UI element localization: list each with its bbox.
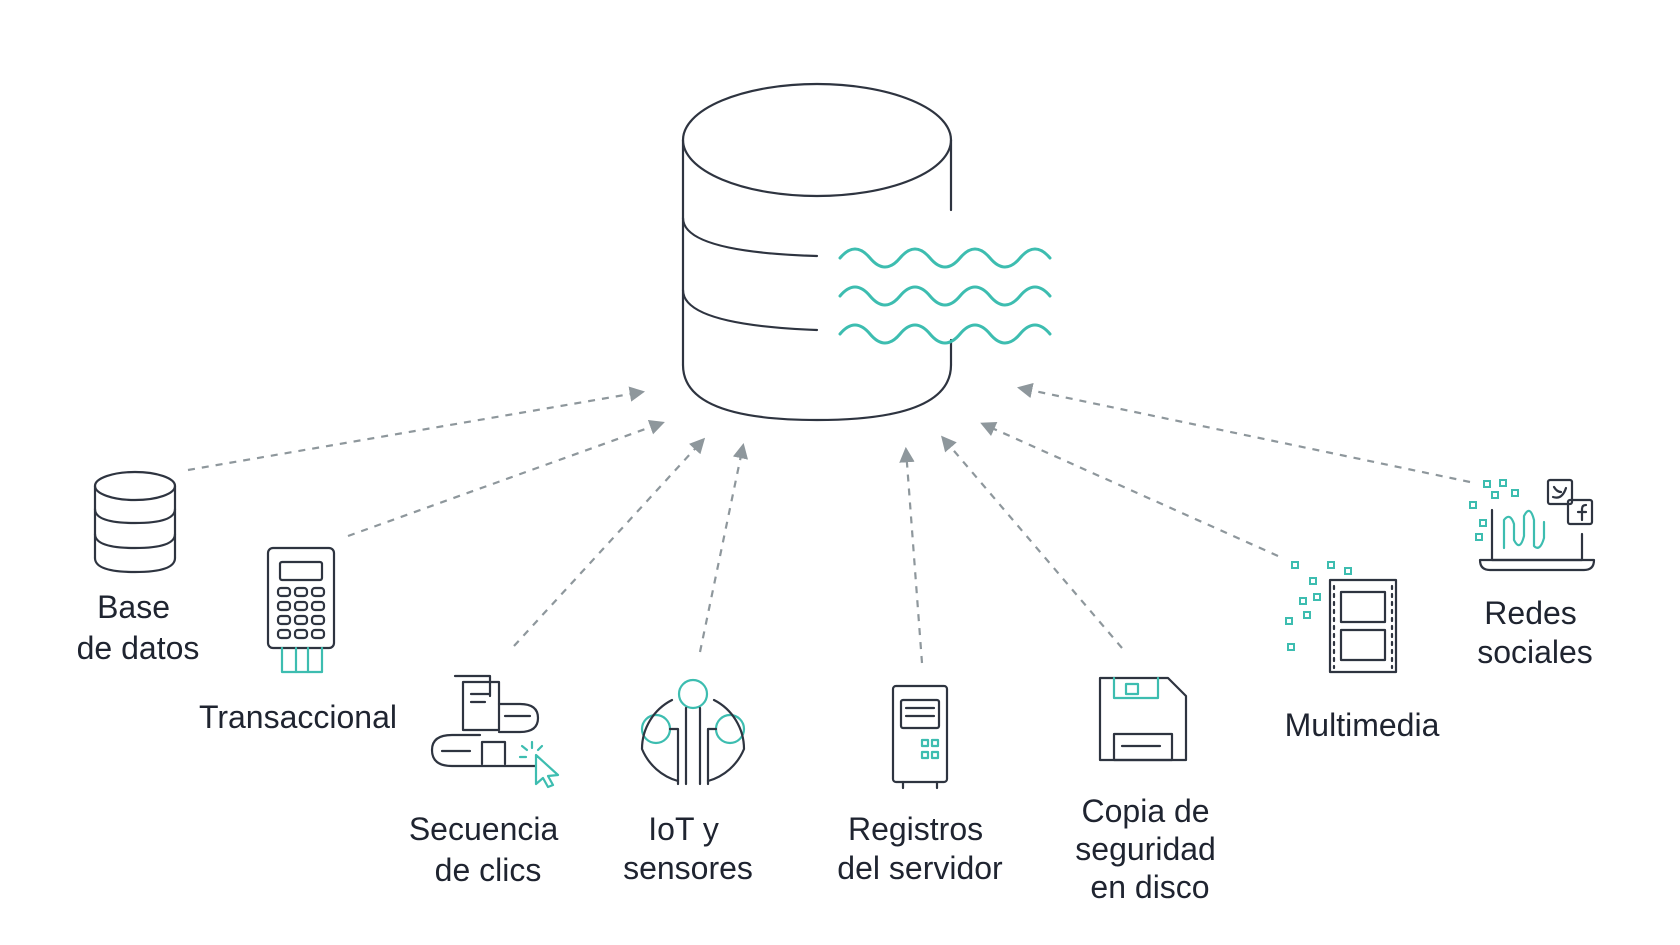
iot-sensor-icon [640,678,746,786]
card-terminal-icon [266,546,336,674]
label-registros-del-servidor: Registros del servidor [837,811,1003,886]
arrow-multimedia [980,422,1279,558]
data-stream-waves-icon [838,247,1052,345]
flow-arrows [187,382,1471,664]
data-lake-cylinder-icon [681,82,953,422]
label-secuencia-de-clics: Secuencia de clics [409,811,567,888]
floppy-disk-icon [1098,676,1188,762]
label-base-de-datos: Base de datos [77,589,200,666]
arrow-redes-sociales [1016,382,1471,484]
label-multimedia: Multimedia [1285,707,1440,743]
arrow-copia-de-seguridad [941,435,1123,649]
arrow-iot-y-sensores [698,442,749,653]
label-copia-de-seguridad: Copia de seguridad en disco [1075,793,1224,905]
server-tower-icon [891,684,949,790]
label-iot-y-sensores: IoT y sensores [623,811,753,886]
label-redes-sociales: Redes sociales [1477,595,1593,670]
arrow-base-de-datos [187,386,646,472]
clickstream-icon [430,674,560,789]
label-transaccional: Transaccional [199,699,397,735]
arrow-registros-del-servidor [899,446,924,664]
arrow-secuencia-de-clics [513,437,706,647]
labels: Base de datos Transaccional Secuencia de… [77,589,1593,905]
database-icon [93,470,177,574]
arrow-transaccional [347,419,665,538]
film-strip-icon [1285,561,1398,674]
social-laptop-icon [1469,478,1596,572]
